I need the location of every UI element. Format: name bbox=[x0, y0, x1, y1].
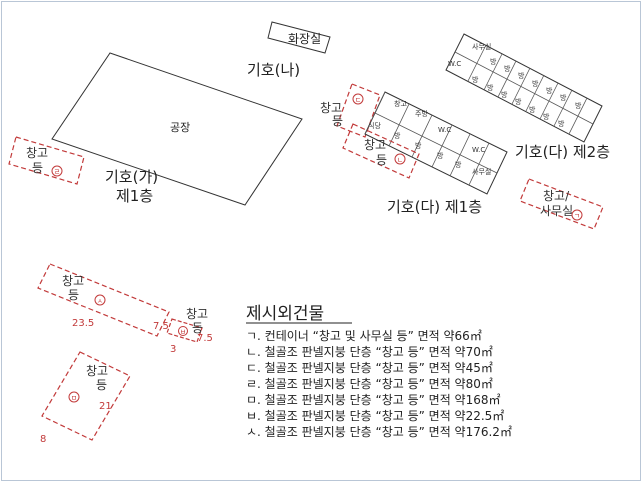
room-2f-5: 방 bbox=[532, 79, 539, 88]
warehouse-b: 창고 등 ㅂ 7.5 7.5 3 bbox=[153, 307, 213, 355]
room-2f-2: 방 bbox=[490, 57, 497, 66]
warehouse-m: 창고 등 ㅁ 21 8 bbox=[40, 351, 131, 445]
legend-item-6: ㅅ. 철골조 판넬지붕 단층 “창고 등” 면적 약176.2㎡ bbox=[246, 424, 512, 439]
room-2f-1: W.C bbox=[448, 60, 461, 68]
warehouse-s-label-2: 등 bbox=[68, 288, 79, 302]
warehouse-g-marker: ㄱ bbox=[574, 212, 580, 220]
room-1f-4: 방 bbox=[394, 131, 401, 140]
warehouse-g-label-1: 창고/ bbox=[543, 189, 570, 203]
warehouse-n-label-1: 창고 bbox=[364, 138, 386, 152]
room-1f-1: 주방 bbox=[415, 109, 428, 118]
warehouse-c-label-1: 창고 bbox=[320, 101, 342, 115]
room-1f-3: W.C bbox=[438, 126, 451, 134]
room-1f-0: 창고 bbox=[394, 100, 407, 108]
warehouse-c-label-2: 등 bbox=[332, 114, 343, 128]
warehouse-m-dim-2: 8 bbox=[40, 434, 46, 445]
warehouse-b-label-1: 창고 bbox=[186, 307, 208, 321]
room-2f-3: 방 bbox=[504, 64, 511, 73]
legend-item-4: ㅁ. 철골조 판넬지붕 단층 “창고 등” 면적 약168㎡ bbox=[246, 392, 501, 407]
warehouse-n-label-2: 등 bbox=[376, 153, 387, 167]
room-2f-9: 방 bbox=[472, 75, 479, 84]
warehouse-s-dim: 23.5 bbox=[72, 318, 94, 329]
warehouse-b-dim-1: 7.5 bbox=[153, 321, 169, 332]
legend: 제시외건물 ㄱ. 컨테이너 “창고 및 사무실 등” 면적 약66㎡ ㄴ. 철골… bbox=[246, 304, 512, 439]
room-1f-12: W.C bbox=[472, 146, 485, 154]
warehouse-s-label-1: 창고 bbox=[62, 274, 84, 288]
building-da-1f: 창고 주방 식당 W.C 방 방 방 방 W.C 사무실 bbox=[364, 91, 508, 195]
room-2f-10: 방 bbox=[487, 83, 494, 92]
room-2f-8: 방 bbox=[575, 101, 582, 110]
room-2f-6: 방 bbox=[546, 86, 553, 95]
giho-da-1f-label: 기호(다) 제1층 bbox=[387, 198, 482, 216]
legend-item-5: ㅂ. 철골조 판넬지붕 단층 “창고 등” 면적 약22.5㎡ bbox=[246, 408, 504, 423]
legend-item-1: ㄴ. 철골조 판넬지붕 단층 “창고 등” 면적 약70㎡ bbox=[246, 344, 493, 359]
legend-item-3: ㄹ. 철골조 판넬지붕 단층 “창고 등” 면적 약80㎡ bbox=[246, 376, 493, 391]
warehouse-c-marker: ㄷ bbox=[355, 96, 361, 104]
room-2f-15: 방 bbox=[558, 119, 565, 128]
restroom-label: 화장실 bbox=[288, 32, 321, 46]
restroom-building: 화장실 bbox=[267, 21, 331, 54]
warehouse-n-marker: ㄴ bbox=[397, 156, 403, 164]
room-1f-2: 식당 bbox=[368, 121, 381, 130]
building-da-2f: 사무실 W.C 방 방 방 방 방 방 방 방 방 방 방 방 방 방 bbox=[445, 33, 603, 143]
warehouse-s-marker: ㅅ bbox=[97, 297, 103, 305]
warehouse-b-marker: ㅂ bbox=[180, 328, 186, 336]
room-2f-13: 방 bbox=[529, 105, 536, 114]
room-2f-7: 방 bbox=[560, 93, 567, 102]
room-2f-14: 방 bbox=[543, 112, 550, 121]
giho-na-label: 기호(나) bbox=[247, 61, 300, 79]
warehouse-c: 창고 등 ㄷ bbox=[320, 83, 381, 138]
warehouse-g: 창고/ 사무실 ㄱ bbox=[519, 178, 604, 230]
warehouse-g-label-2: 사무실 bbox=[540, 204, 573, 218]
giho-da-2f-label: 기호(다) 제2층 bbox=[515, 143, 610, 161]
factory-building: 공장 bbox=[51, 52, 303, 206]
legend-item-2: ㄷ. 철골조 판넬지붕 단층 “창고 등” 면적 약45㎡ bbox=[246, 360, 493, 375]
warehouse-b-dim-2: 7.5 bbox=[197, 333, 213, 344]
legend-title: 제시외건물 bbox=[246, 304, 324, 324]
room-2f-0: 사무실 bbox=[472, 42, 491, 51]
room-2f-11: 방 bbox=[501, 90, 508, 99]
warehouse-r-label-2: 등 bbox=[32, 161, 43, 175]
room-1f-6: 방 bbox=[437, 151, 444, 160]
legend-item-0: ㄱ. 컨테이너 “창고 및 사무실 등” 면적 약66㎡ bbox=[246, 328, 482, 343]
giho-ga-floor: 제1층 bbox=[116, 187, 153, 205]
warehouse-r: 창고 등 ㄹ bbox=[8, 136, 85, 185]
room-2f-4: 방 bbox=[518, 71, 525, 80]
room-2f-12: 방 bbox=[515, 97, 522, 106]
warehouse-b-dim-3: 3 bbox=[170, 344, 176, 355]
warehouse-s: 창고 등 ㅅ 23.5 bbox=[37, 263, 170, 337]
warehouse-m-label-1: 창고 bbox=[86, 364, 108, 378]
giho-ga-label: 기호(가) bbox=[105, 168, 158, 186]
warehouse-b-label-2: 등 bbox=[192, 321, 203, 335]
room-1f-7: 방 bbox=[455, 160, 462, 169]
warehouse-r-marker: ㄹ bbox=[54, 168, 60, 176]
room-1f-5: 방 bbox=[415, 141, 422, 150]
warehouse-n: 창고 등 ㄴ bbox=[342, 123, 420, 179]
warehouse-m-label-2: 등 bbox=[96, 378, 107, 392]
warehouse-m-dim-1: 21 bbox=[99, 401, 112, 412]
warehouse-r-label-1: 창고 bbox=[26, 146, 48, 160]
warehouse-m-marker: ㅁ bbox=[71, 394, 77, 402]
room-1f-16: 사무실 bbox=[472, 167, 491, 176]
factory-label: 공장 bbox=[170, 121, 190, 134]
